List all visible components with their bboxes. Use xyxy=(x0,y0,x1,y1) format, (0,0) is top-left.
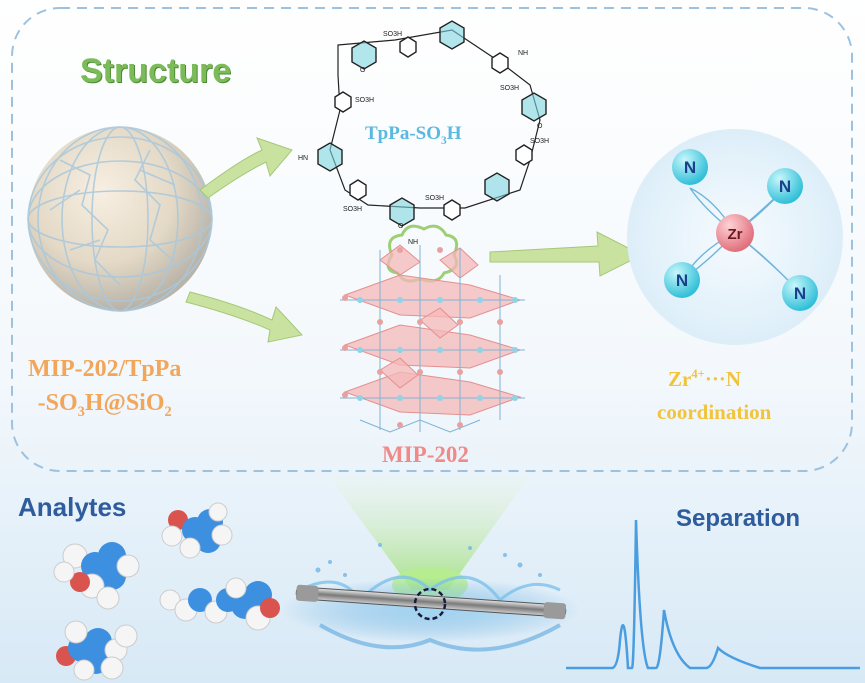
svg-text:NH: NH xyxy=(408,239,418,246)
analyte-molecule-2 xyxy=(161,502,233,559)
tp-node-left xyxy=(317,142,343,172)
chromatogram-trace xyxy=(566,519,860,670)
tppa-so3h-molecule xyxy=(317,20,547,227)
arrow-sphere-to-mof xyxy=(185,291,303,343)
analyte-molecule-3 xyxy=(159,577,280,631)
n-atom-bottom-right: N xyxy=(782,275,818,311)
arrow-mof-to-coordination xyxy=(489,231,644,277)
composite-label: MIP-202/TpPa -SO3H@SiO2 xyxy=(28,352,181,429)
svg-text:Zr: Zr xyxy=(728,226,743,243)
column-focus-ring xyxy=(413,587,447,621)
tp-node-top xyxy=(351,20,465,70)
svg-text:SO3H: SO3H xyxy=(500,85,519,92)
structure-frame xyxy=(11,7,853,472)
n-atom-bottom-left: N xyxy=(664,262,700,298)
core-shell-sphere xyxy=(27,126,213,312)
svg-text:SO3H: SO3H xyxy=(530,138,549,145)
svg-text:SO3H: SO3H xyxy=(383,31,402,38)
composite-label-line1: MIP-202/TpPa xyxy=(28,356,182,382)
hplc-column xyxy=(295,584,567,621)
separation-title: Separation xyxy=(676,505,801,532)
analytes-title: Analytes xyxy=(18,492,127,522)
n-atom-top-right: N xyxy=(767,168,803,204)
svg-text:NH: NH xyxy=(518,50,528,57)
coordination-label-line1: Zr4+···N xyxy=(668,367,741,391)
svg-text:SO3H: SO3H xyxy=(425,195,444,202)
zr-atom: Zr xyxy=(716,214,754,252)
tp-node-bottom xyxy=(389,197,415,227)
molecule-annotations: SO3H SO3H SO3H SO3H SO3H SO3H HN NH NH O… xyxy=(298,31,549,246)
light-beam xyxy=(330,478,528,590)
framework-label: TpPa-SO3H xyxy=(365,123,462,147)
analyte-molecule-4 xyxy=(56,620,138,681)
svg-text:N: N xyxy=(684,158,696,177)
coordination-label-line2: coordination xyxy=(657,400,772,424)
arrow-sphere-to-framework xyxy=(199,137,293,199)
svg-text:N: N xyxy=(794,284,806,303)
composite-label-line2: -SO3H@SiO2 xyxy=(37,390,172,420)
analyte-molecule-1 xyxy=(53,542,140,610)
mof-label: MIP-202 xyxy=(382,442,469,467)
svg-text:N: N xyxy=(779,177,791,196)
svg-text:O: O xyxy=(360,67,366,74)
tp-node-right xyxy=(521,92,547,122)
tp-node-bottom-right xyxy=(484,172,510,202)
mip-202-framework xyxy=(340,244,525,433)
structure-title: Structure xyxy=(80,52,232,90)
zr-n-coordination: N N N N Zr xyxy=(627,129,843,345)
svg-text:SO3H: SO3H xyxy=(355,97,374,104)
svg-text:HN: HN xyxy=(298,155,308,162)
svg-text:SO3H: SO3H xyxy=(343,206,362,213)
n-atom-top-left: N xyxy=(672,149,708,185)
svg-text:O: O xyxy=(398,223,404,230)
svg-text:N: N xyxy=(676,271,688,290)
svg-text:O: O xyxy=(537,123,543,130)
